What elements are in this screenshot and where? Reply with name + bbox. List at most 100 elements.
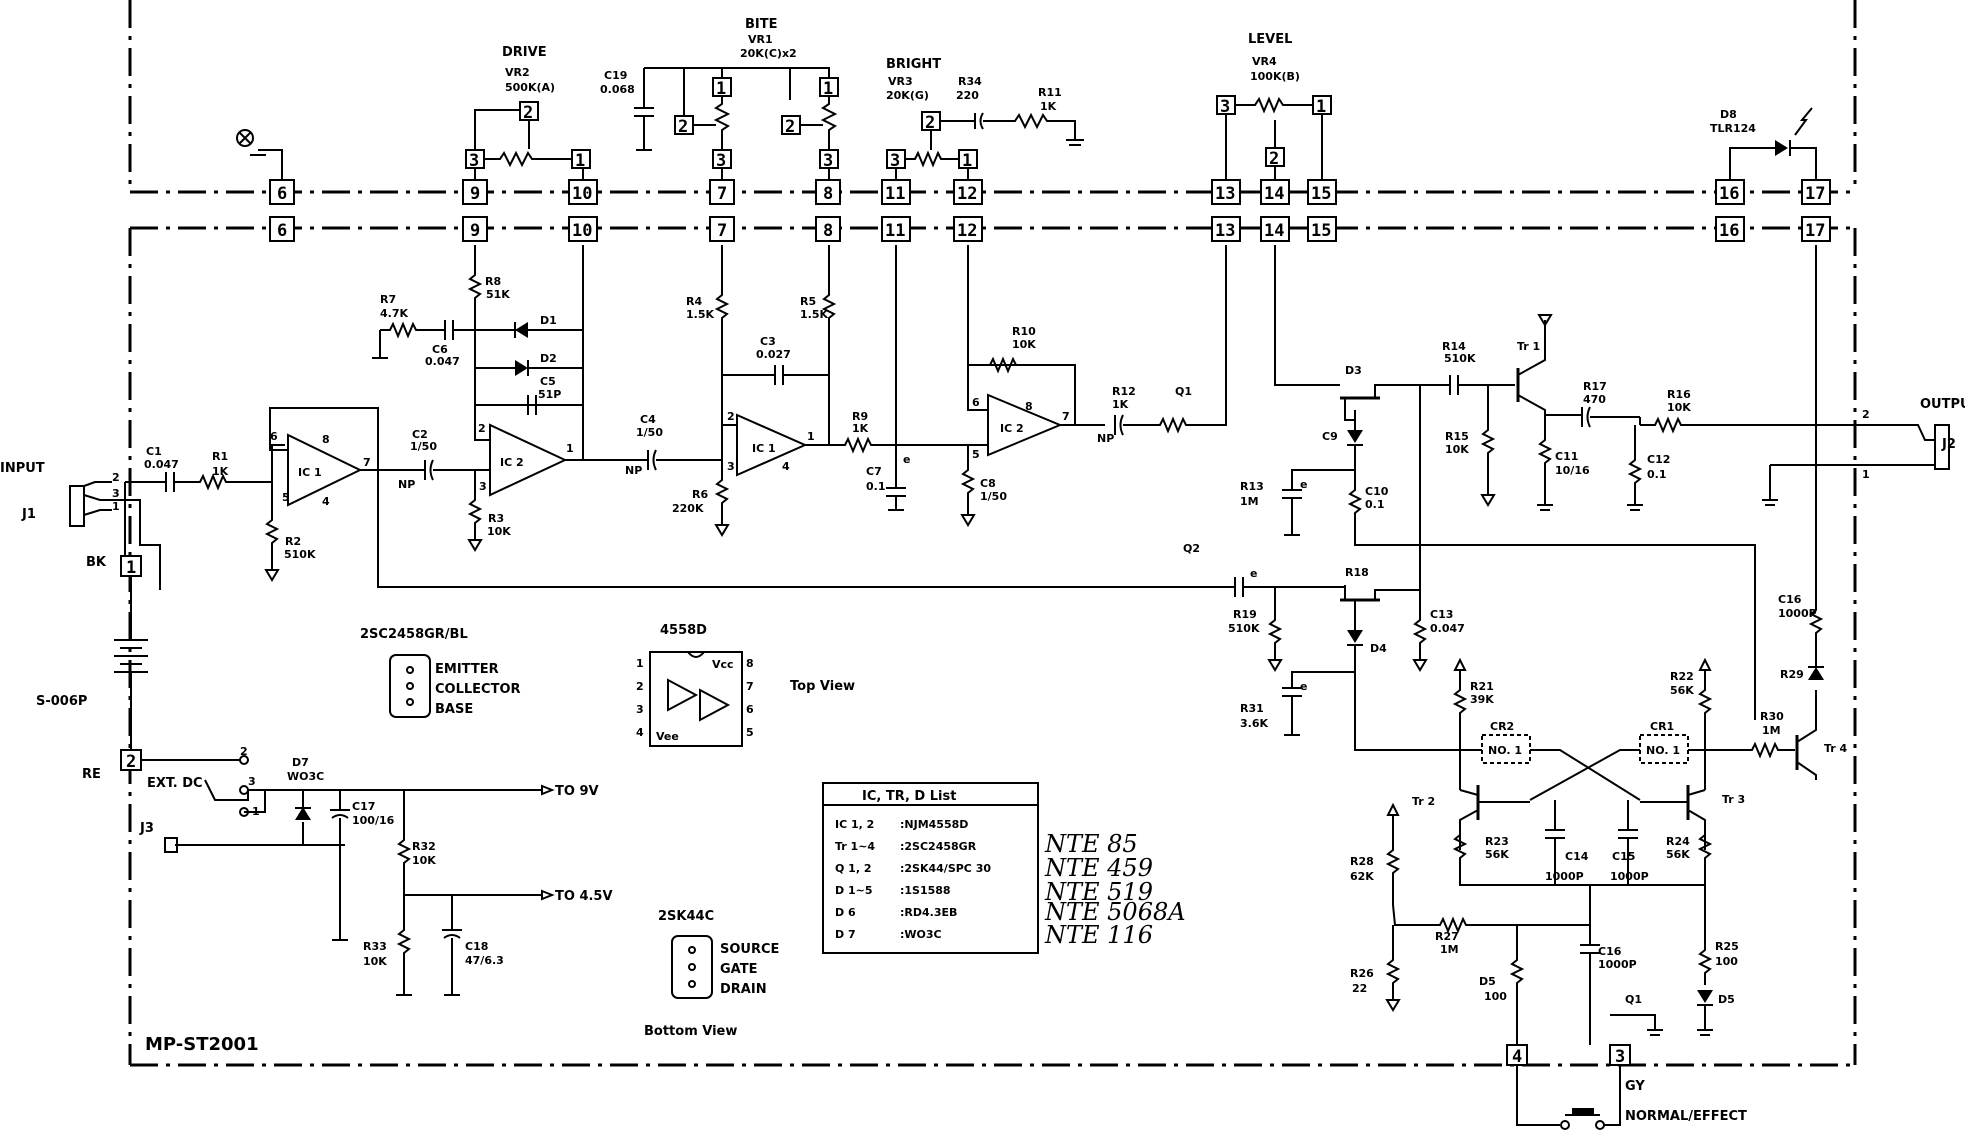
svg-text::1S1588: :1S1588 <box>900 884 951 897</box>
svg-text:7: 7 <box>1062 410 1070 423</box>
svg-text:1.5K: 1.5K <box>686 308 714 321</box>
svg-text:3: 3 <box>479 480 487 493</box>
level-pot: LEVEL VR4 100K(B) 3 1 2 <box>1216 32 1332 180</box>
svg-text:2: 2 <box>727 410 735 423</box>
svg-text:5: 5 <box>746 726 754 739</box>
pin-15-bot: 15 <box>1311 221 1331 241</box>
svg-text:1: 1 <box>962 151 972 171</box>
ic1-bite: IC 1 2 3 1 4 R9 1K <box>722 375 896 477</box>
bright-pot: BRIGHT VR3 20K(G) 2 3 1 R34 220 R11 1K <box>886 57 1084 180</box>
svg-text:C3: C3 <box>760 335 776 348</box>
svg-text:0.047: 0.047 <box>1430 622 1465 635</box>
svg-text:510K: 510K <box>1444 352 1476 365</box>
svg-text:8: 8 <box>746 657 754 670</box>
svg-text:10K: 10K <box>1012 338 1036 351</box>
svg-text:1: 1 <box>575 151 585 171</box>
svg-text:7: 7 <box>363 456 371 469</box>
pin-8-top: 8 <box>823 184 833 204</box>
svg-text:R14: R14 <box>1442 340 1466 353</box>
svg-text:Bottom View: Bottom View <box>644 1024 737 1039</box>
svg-text:R13: R13 <box>1240 480 1264 493</box>
svg-text:R10: R10 <box>1012 325 1036 338</box>
vr4-value: 100K(B) <box>1250 70 1300 83</box>
svg-text:R27: R27 <box>1435 930 1459 943</box>
svg-text:39K: 39K <box>1470 693 1494 706</box>
svg-text:10K: 10K <box>1445 443 1469 456</box>
svg-text:NO. 1: NO. 1 <box>1488 744 1522 757</box>
svg-text:1M: 1M <box>1440 943 1459 956</box>
connector-pins: 6 6 9 9 10 10 7 7 8 8 11 11 12 12 13 13 … <box>269 179 1831 242</box>
parts-list: IC, TR, D List IC 1, 2 :NJM4558D Tr 1~4 … <box>822 782 1186 954</box>
svg-text::2SK44/SPC 30: :2SK44/SPC 30 <box>900 862 991 875</box>
output-jack: OUTPUT J2 2 1 <box>1762 397 1965 506</box>
svg-text:IC 1: IC 1 <box>298 466 322 479</box>
svg-text:10K: 10K <box>363 955 387 968</box>
svg-text:51K: 51K <box>486 288 510 301</box>
pin-14-bot: 14 <box>1264 221 1284 241</box>
svg-text:EXT. DC: EXT. DC <box>147 776 203 791</box>
pin-6-top: 6 <box>277 184 287 204</box>
svg-text:0.047: 0.047 <box>425 355 460 368</box>
bk-label: BK <box>86 555 107 570</box>
svg-text:EMITTER: EMITTER <box>435 662 499 677</box>
svg-text:2: 2 <box>523 103 533 123</box>
svg-text:1M: 1M <box>1240 495 1259 508</box>
svg-text:4: 4 <box>782 460 790 473</box>
pin-11-top: 11 <box>885 184 905 204</box>
svg-text:IC 2: IC 2 <box>1000 422 1024 435</box>
pin-10-bot: 10 <box>572 221 592 241</box>
svg-text:TO 4.5V: TO 4.5V <box>555 889 613 904</box>
svg-text:22: 22 <box>1352 982 1367 995</box>
svg-text:0.047: 0.047 <box>144 458 179 471</box>
svg-text:0.1: 0.1 <box>866 480 886 493</box>
ic2-drive: IC 2 2 3 1 R8 51K R7 4.7K C6 0.047 D1 D2… <box>372 245 584 497</box>
svg-text:IC 1: IC 1 <box>752 442 776 455</box>
svg-text:0.1: 0.1 <box>1365 498 1385 511</box>
bite-pot: BITE VR1 20K(C)x2 C19 0.068 1 1 2 2 3 3 <box>600 17 839 180</box>
bright-label: BRIGHT <box>886 57 941 72</box>
footswitch: 4 3 GY NORMAL/EFFECT <box>1506 1044 1747 1130</box>
svg-text:3: 3 <box>1220 97 1230 117</box>
svg-text:Tr 4: Tr 4 <box>1824 742 1848 755</box>
svg-text:4: 4 <box>322 495 330 508</box>
svg-text::WO3C: :WO3C <box>900 928 942 941</box>
svg-text:Q2: Q2 <box>1183 542 1200 555</box>
bite-network: R4 1.5K R5 1.5K C3 0.027 R6 220K <box>672 245 837 537</box>
svg-text:D 1~5: D 1~5 <box>835 884 873 897</box>
svg-text:1: 1 <box>823 79 833 99</box>
svg-text:R12: R12 <box>1112 385 1136 398</box>
flip-flop: R21 39K R22 56K CR2 NO. 1 CR1 NO. 1 Tr 2… <box>1412 657 1745 1036</box>
svg-text:C2: C2 <box>412 428 428 441</box>
svg-text:NO. 1: NO. 1 <box>1646 744 1680 757</box>
svg-text:3: 3 <box>823 151 833 171</box>
svg-text:C10: C10 <box>1365 485 1389 498</box>
svg-text:2: 2 <box>678 117 688 137</box>
svg-text:D1: D1 <box>540 314 557 327</box>
svg-text:COLLECTOR: COLLECTOR <box>435 682 521 697</box>
vr4-label: VR4 <box>1252 55 1277 68</box>
svg-text:8: 8 <box>1025 400 1033 413</box>
svg-text:1: 1 <box>566 442 574 455</box>
pin-14-top: 14 <box>1264 184 1284 204</box>
pin-13-top: 13 <box>1215 184 1235 204</box>
c7-node: C7 0.1 e <box>866 245 975 511</box>
svg-text:R28: R28 <box>1350 855 1374 868</box>
svg-text:470: 470 <box>1583 393 1606 406</box>
pin-6-bot: 6 <box>277 221 287 241</box>
svg-text:6: 6 <box>972 396 980 409</box>
svg-text:56K: 56K <box>1670 684 1694 697</box>
svg-text:100/16: 100/16 <box>352 814 395 827</box>
svg-text:C15: C15 <box>1612 850 1635 863</box>
svg-text:Q 1, 2: Q 1, 2 <box>835 862 872 875</box>
pin-15-top: 15 <box>1311 184 1331 204</box>
pin-13-bot: 13 <box>1215 221 1235 241</box>
svg-text:7: 7 <box>746 680 754 693</box>
svg-text:3: 3 <box>248 775 256 788</box>
svg-text:R17: R17 <box>1583 380 1607 393</box>
svg-text:R1: R1 <box>212 450 228 463</box>
svg-text:6: 6 <box>746 703 754 716</box>
svg-text:10/16: 10/16 <box>1555 464 1590 477</box>
c4: C4 1/50 NP <box>583 413 722 477</box>
svg-text:0.1: 0.1 <box>1647 468 1667 481</box>
